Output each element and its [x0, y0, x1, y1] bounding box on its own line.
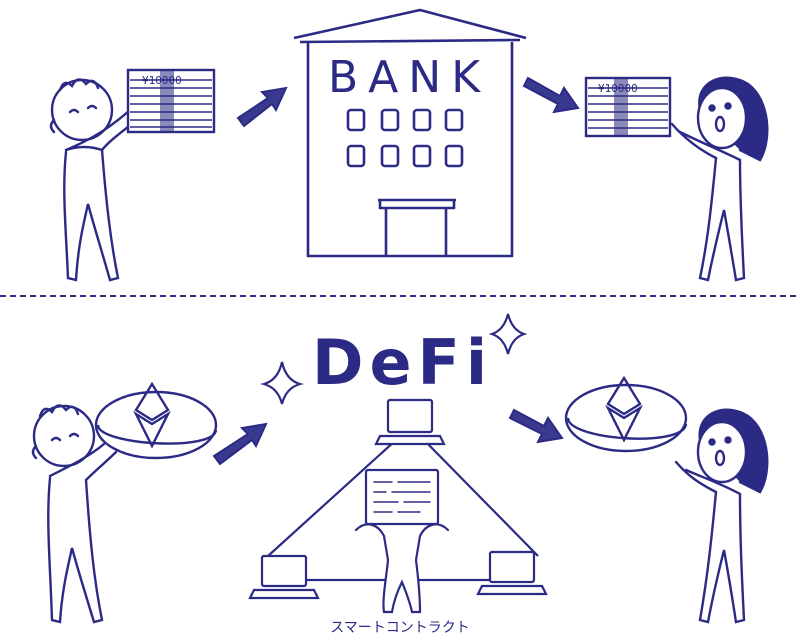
- laptop-right: [476, 550, 548, 596]
- arrow-to-defi: [212, 422, 268, 466]
- receiver-person-bottom: [674, 408, 769, 624]
- laptop-left: [248, 554, 320, 600]
- money-stack-right: ¥10000: [584, 76, 672, 138]
- eth-coin-left: [94, 381, 218, 460]
- money-label-right: ¥10000: [598, 82, 638, 95]
- money-label-left: ¥10000: [142, 74, 182, 87]
- bank-label: BANK: [328, 52, 490, 103]
- sparkle-right: [488, 313, 528, 355]
- contract-person: [354, 468, 450, 614]
- laptop-top: [374, 398, 446, 446]
- eth-coin-right: [564, 375, 688, 453]
- bank-building: [293, 8, 527, 258]
- arrow-to-bank: [236, 86, 288, 128]
- defi-label: DeFi: [312, 326, 493, 399]
- money-stack-left: ¥10000: [126, 68, 216, 134]
- sender-person-top: [49, 78, 136, 282]
- arrow-from-defi: [508, 408, 564, 444]
- sender-person-bottom: [31, 404, 118, 624]
- arrow-from-bank: [522, 76, 580, 114]
- receiver-person-top: [670, 76, 769, 282]
- smart-contract-caption: スマートコントラクト: [330, 620, 470, 636]
- sparkle-left: [260, 361, 304, 405]
